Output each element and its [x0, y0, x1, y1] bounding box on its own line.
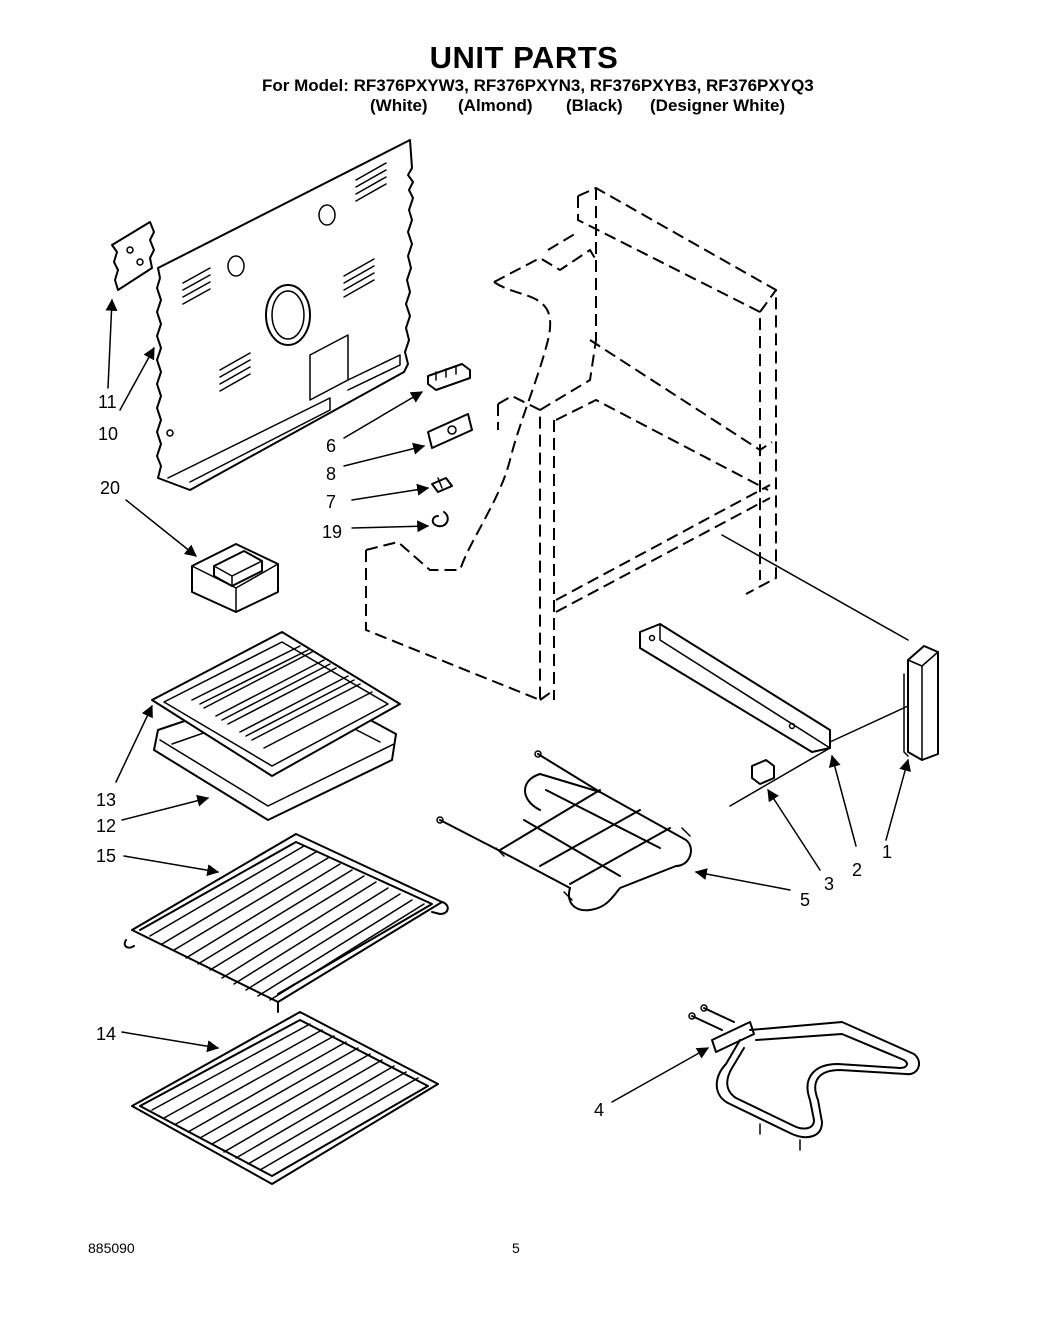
callout-labels: 11 10 20 6 8 7 19 13 12 15 14 5 3 2 1 4	[96, 392, 892, 1120]
callout-20: 20	[100, 478, 120, 498]
callout-19: 19	[322, 522, 342, 542]
reference-lines	[721, 534, 909, 807]
callout-8: 8	[326, 464, 336, 484]
part-13-broiler-grid	[151, 631, 401, 777]
part-4-bake-element	[688, 1004, 921, 1151]
part-5-broil-element	[436, 750, 692, 912]
color-label-white: (White)	[370, 96, 428, 115]
color-label-black: (Black)	[566, 96, 623, 115]
callout-6: 6	[326, 436, 336, 456]
model-list: For Model: RF376PXYW3, RF376PXYN3, RF376…	[262, 76, 814, 95]
callout-2: 2	[852, 860, 862, 880]
callout-4: 4	[594, 1100, 604, 1120]
leader-arrows	[105, 298, 911, 1103]
part-1-side-trim	[903, 645, 939, 761]
callout-12: 12	[96, 816, 116, 836]
part-10-back-panel	[156, 139, 414, 491]
callout-7: 7	[326, 492, 336, 512]
callout-13: 13	[96, 790, 116, 810]
part-7-clip	[431, 477, 453, 493]
part-14-oven-rack	[131, 1011, 439, 1185]
callout-14: 14	[96, 1024, 116, 1044]
part-11-gasket	[111, 221, 155, 291]
part-8-bracket	[427, 413, 473, 449]
part-20-control-box	[191, 543, 279, 613]
part-2-side-rail	[639, 623, 831, 753]
callout-1: 1	[882, 842, 892, 862]
part-19-hook	[431, 511, 449, 528]
color-label-almond: (Almond)	[458, 96, 533, 115]
part-3-clip	[751, 759, 775, 785]
callout-3: 3	[824, 874, 834, 894]
callout-15: 15	[96, 846, 116, 866]
color-label-designer-white: (Designer White)	[650, 96, 786, 115]
page-title: UNIT PARTS	[429, 40, 619, 75]
document-number: 885090	[88, 1240, 135, 1256]
callout-5: 5	[800, 890, 810, 910]
range-cabinet-outline	[365, 186, 777, 701]
page-number: 5	[512, 1240, 520, 1256]
part-6-terminal-block	[427, 363, 471, 391]
callout-10: 10	[98, 424, 118, 444]
part-15-oven-rack	[123, 833, 449, 1013]
callout-11: 11	[98, 392, 117, 412]
